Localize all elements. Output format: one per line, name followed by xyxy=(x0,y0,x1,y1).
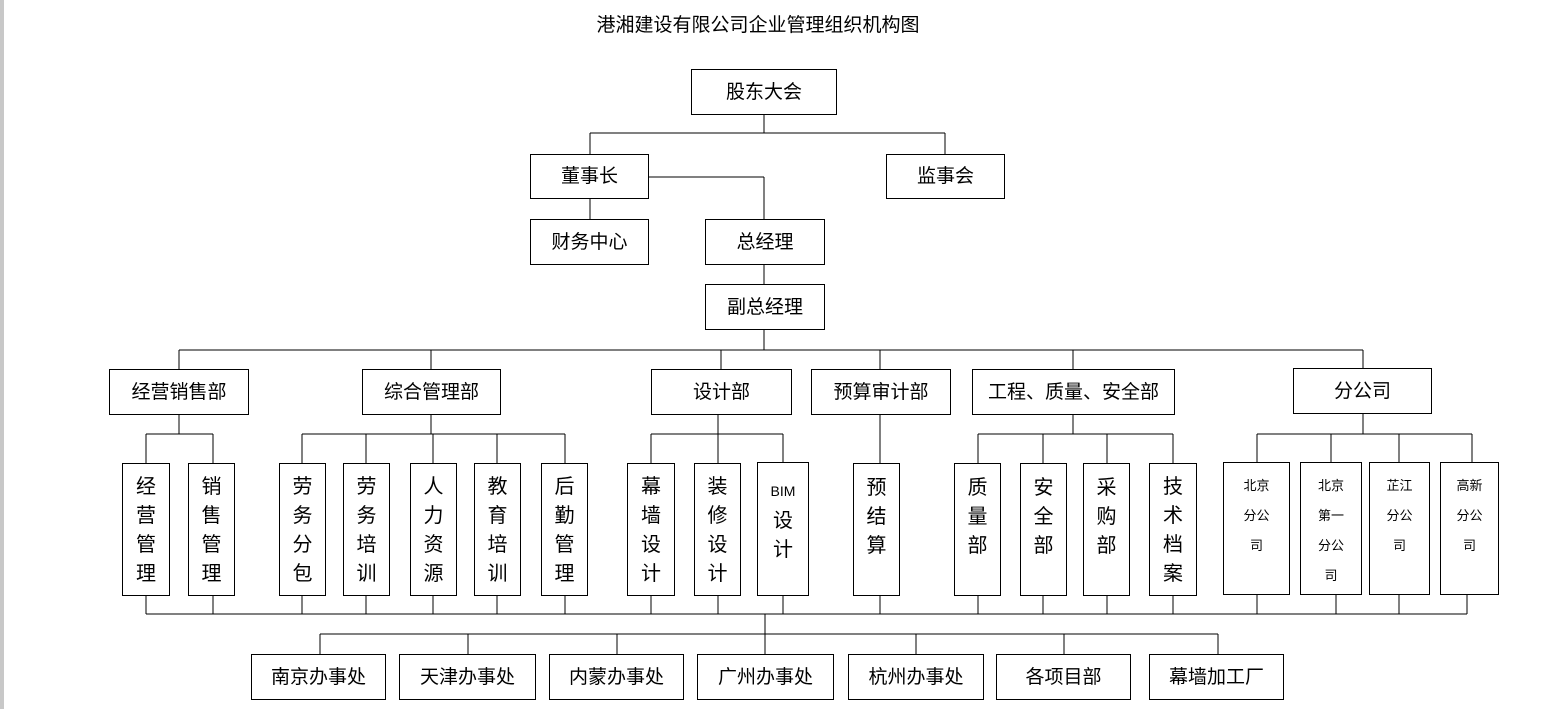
chart-title: 港湘建设有限公司企业管理组织机构图 xyxy=(596,14,920,36)
office-curtain-wall-factory: 幕墙加工厂 xyxy=(1149,654,1284,700)
unit-logistics-management: 后勤管理 xyxy=(541,463,588,596)
dept-design: 设计部 xyxy=(651,369,792,415)
unit-labor-training: 劳务培训 xyxy=(343,463,390,596)
unit-curtain-wall-design: 幕墙设计 xyxy=(627,463,675,596)
unit-education-training: 教育培训 xyxy=(474,463,521,596)
node-deputy-general-manager: 副总经理 xyxy=(705,284,825,330)
office-inner-mongolia: 内蒙办事处 xyxy=(549,654,684,700)
unit-sales-management: 销售管理 xyxy=(188,463,235,596)
node-finance-center: 财务中心 xyxy=(530,219,649,265)
unit-beijing-first-branch: 北京第一分公司 xyxy=(1300,462,1362,595)
unit-business-management: 经营管理 xyxy=(122,463,170,596)
unit-human-resources: 人力资源 xyxy=(410,463,457,596)
unit-labor-subcontract: 劳务分包 xyxy=(279,463,326,596)
node-supervisory-board: 监事会 xyxy=(886,154,1005,199)
office-nanjing: 南京办事处 xyxy=(251,654,386,700)
unit-settlement: 预结算 xyxy=(853,463,900,596)
left-edge-bar xyxy=(0,0,4,709)
unit-zhijiang-branch: 芷江分公司 xyxy=(1369,462,1430,595)
unit-procurement-dept: 采购部 xyxy=(1083,463,1130,596)
dept-admin: 综合管理部 xyxy=(362,369,501,415)
dept-branches: 分公司 xyxy=(1293,368,1432,414)
unit-safety-dept: 安全部 xyxy=(1020,463,1067,596)
unit-gaoxin-branch: 高新分公司 xyxy=(1440,462,1499,595)
node-general-manager: 总经理 xyxy=(705,219,825,265)
unit-decoration-design: 装修设计 xyxy=(694,463,741,596)
dept-sales: 经营销售部 xyxy=(109,369,249,415)
office-tianjin: 天津办事处 xyxy=(399,654,536,700)
unit-quality-dept: 质量部 xyxy=(954,463,1001,596)
node-chairman: 董事长 xyxy=(530,154,649,199)
office-guangzhou: 广州办事处 xyxy=(697,654,834,700)
node-shareholders-meeting: 股东大会 xyxy=(691,69,837,115)
dept-engineering-quality-safety: 工程、质量、安全部 xyxy=(972,369,1175,415)
unit-technical-archives: 技术档案 xyxy=(1149,463,1197,596)
dept-budget-audit: 预算审计部 xyxy=(811,369,951,415)
unit-beijing-branch: 北京分公司 xyxy=(1223,462,1290,595)
office-hangzhou: 杭州办事处 xyxy=(848,654,984,700)
office-project-departments: 各项目部 xyxy=(996,654,1131,700)
